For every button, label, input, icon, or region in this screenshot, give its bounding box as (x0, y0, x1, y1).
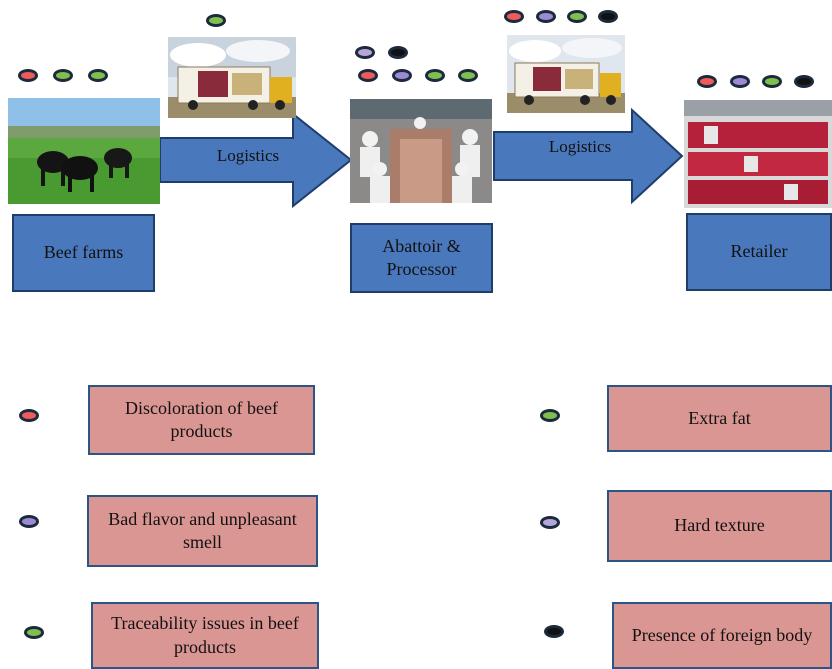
legend-label: Bad flavor and unpleasant smell (108, 508, 297, 552)
legend-dot-lilac (540, 516, 560, 529)
legend-label: Traceability issues in beef products (111, 613, 299, 657)
indicator-dot-red (504, 10, 524, 23)
indicator-dot-purple (536, 10, 556, 23)
legend-dot-green (540, 409, 560, 422)
legend-discoloration: Discoloration of beef products (88, 385, 315, 455)
legend-extra-fat: Extra fat (607, 385, 832, 452)
stage-retailer: Retailer (686, 213, 832, 291)
indicator-dot-purple (392, 69, 412, 82)
logistics-label: Logistics (216, 146, 280, 165)
indicator-dot-green (88, 69, 108, 82)
indicator-dot-purple (730, 75, 750, 88)
indicator-dot-black (794, 75, 814, 88)
legend-dot-green (24, 626, 44, 639)
indicator-dot-red (18, 69, 38, 82)
logistics-label: Logistics (548, 137, 612, 156)
stage-label: Retailer (730, 241, 788, 262)
meat-display-photo (684, 100, 832, 208)
flow-arrow-1 (159, 111, 353, 209)
legend-label: Discoloration of beef products (125, 397, 278, 441)
legend-label: Hard texture (674, 515, 765, 536)
legend-traceability: Traceability issues in beef products (91, 602, 319, 669)
delivery-truck-photo (168, 37, 296, 118)
indicator-dot-black (388, 46, 408, 59)
processing-line-photo (350, 99, 492, 203)
indicator-dot-green (53, 69, 73, 82)
flow-arrow-2 (493, 107, 684, 205)
indicator-dot-black (598, 10, 618, 23)
legend-foreign-body: Presence of foreign body (612, 602, 832, 669)
legend-dot-purple (19, 515, 39, 528)
indicator-dot-red (697, 75, 717, 88)
indicator-dot-green (425, 69, 445, 82)
legend-hard-texture: Hard texture (607, 490, 832, 562)
cattle-photo (8, 98, 160, 204)
legend-dot-black (544, 625, 564, 638)
indicator-dot-green (458, 69, 478, 82)
legend-label: Presence of foreign body (631, 624, 813, 645)
indicator-dot-red (358, 69, 378, 82)
stage-label: Abattoir & Processor (382, 235, 461, 279)
delivery-truck-photo (507, 35, 625, 113)
legend-label: Extra fat (688, 407, 751, 428)
legend-bad-flavor: Bad flavor and unpleasant smell (87, 495, 318, 567)
stage-label: Beef farms (43, 242, 124, 263)
stage-beef-farms: Beef farms (12, 214, 155, 292)
indicator-dot-green (567, 10, 587, 23)
stage-abattoir-processor: Abattoir & Processor (350, 223, 493, 293)
indicator-dot-green (762, 75, 782, 88)
indicator-dot-green (206, 14, 226, 27)
legend-dot-red (19, 409, 39, 422)
indicator-dot-lilac (355, 46, 375, 59)
